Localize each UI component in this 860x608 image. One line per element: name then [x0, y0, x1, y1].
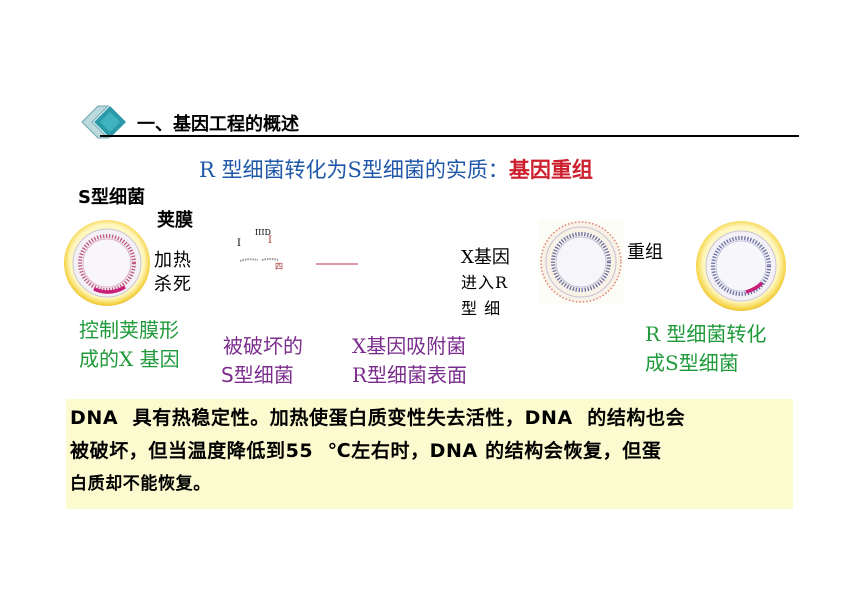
summary-note: DNA 具有热稳定性。加热使蛋白质变性失去活性，DNA 的结构也会被破坏，但当温…: [66, 399, 793, 509]
summary-text: DNA 具有热稳定性。加热使蛋白质变性失去活性，DNA 的结构也会被破坏，但当温…: [70, 402, 790, 501]
section-title: 一、基因工程的概述: [137, 114, 299, 135]
summary-line-1: DNA 具有热稳定性。加热使蛋白质变性失去活性，DNA 的结构也会: [70, 407, 686, 429]
adsorb-label-line2: R型细菌表面: [352, 363, 468, 387]
section-divider: [100, 135, 799, 137]
r-bacterium-cell: [538, 219, 624, 305]
result-label-line1: R 型细菌转化: [645, 322, 767, 346]
destroyed-s-label-line1: 被破坏的: [223, 334, 303, 358]
slide-title: R 型细菌转化为S型细菌的实质：基因重组: [199, 154, 593, 184]
s-bacterium-label: S型细菌: [78, 187, 145, 208]
summary-line-3: 白质却不能恢复。: [70, 474, 211, 494]
transformed-s-cell: [696, 221, 786, 311]
fragment-si-label: 四: [275, 262, 283, 271]
heat-kill-label-line2: 杀死: [154, 274, 192, 295]
heat-kill-label-line1: 加热: [154, 250, 192, 271]
enter-label-line3: 型 细: [461, 299, 502, 318]
enter-label-line1: X基因: [461, 247, 510, 268]
dna-fragments: [239, 258, 358, 265]
result-label-line2: 成S型细菌: [645, 351, 739, 375]
recombine-label: 重组: [627, 242, 663, 263]
adsorb-label-line1: X基因吸附菌: [352, 334, 467, 358]
s-bacterium-cell: [64, 220, 150, 306]
enter-label-line2: 进入R: [461, 273, 509, 292]
x-gene-label-line1: 控制荚膜形: [79, 318, 179, 342]
section-logo-icon: [81, 105, 126, 139]
summary-line-2: 被破坏，但当温度降低到55 ℃左右时，DNA 的结构会恢复，但蛋: [70, 440, 662, 462]
destroyed-s-label-line2: S型细菌: [221, 363, 294, 387]
fragment-i-label-1: I: [237, 238, 241, 249]
fragment-i-label-2: I: [268, 235, 272, 246]
x-gene-label-line2: 成的X 基因: [79, 347, 180, 371]
slide-title-highlight: 基因重组: [508, 157, 593, 182]
fragment-roman-label: IIID: [255, 228, 271, 237]
capsule-label: 荚膜: [157, 210, 193, 231]
slide-title-prefix: R 型细菌转化为S型细菌的实质：: [199, 158, 509, 182]
